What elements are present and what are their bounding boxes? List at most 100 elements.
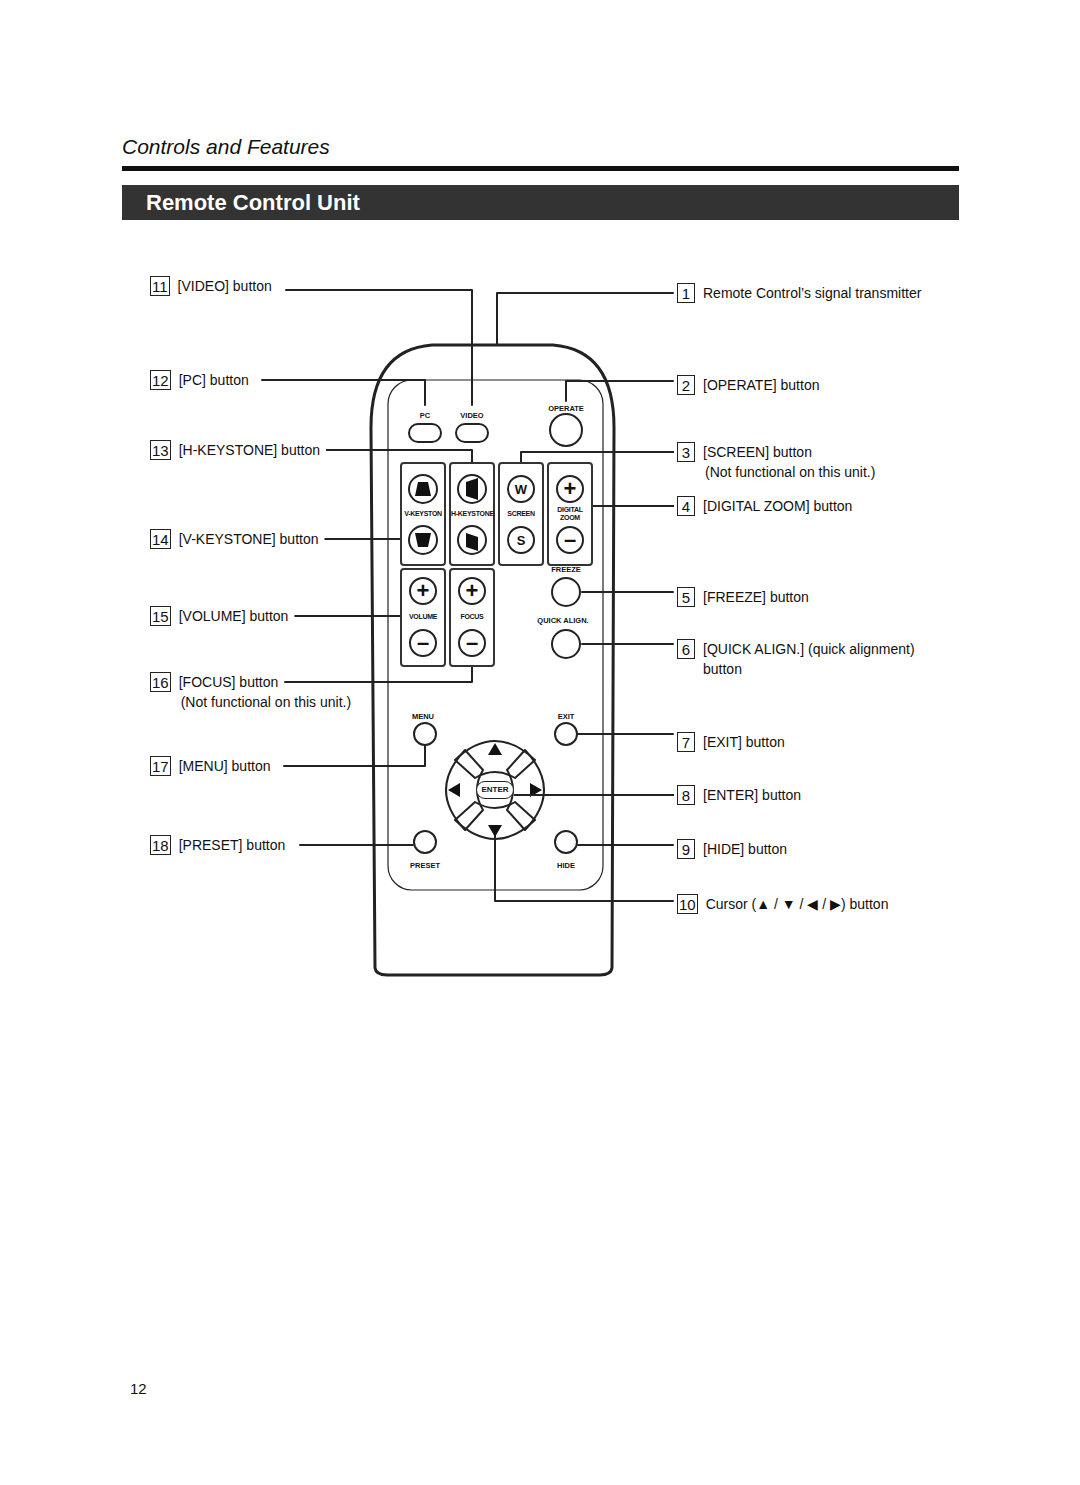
callout-number: 14 bbox=[150, 529, 171, 549]
callout: 14 [V-KEYSTONE] button bbox=[150, 529, 319, 549]
callout-text: [H-KEYSTONE] button bbox=[179, 440, 320, 460]
callout-number: 18 bbox=[150, 835, 171, 855]
group-label: DIGITAL ZOOM bbox=[549, 506, 591, 522]
callout-number: 13 bbox=[150, 440, 171, 460]
keystone-group: V-KEYSTON bbox=[400, 462, 446, 566]
button-label: VIDEO bbox=[460, 411, 483, 420]
callout: 10 Cursor (▲ / ▼ / ◀ / ▶) button bbox=[677, 894, 888, 914]
callout-text: [DIGITAL ZOOM] button bbox=[703, 496, 852, 516]
header-rule bbox=[122, 166, 959, 171]
callout-text: [VIDEO] button bbox=[178, 276, 272, 296]
screen-button: W bbox=[507, 475, 535, 503]
callout-number: 6 bbox=[677, 639, 695, 659]
callout-text: [HIDE] button bbox=[703, 839, 787, 859]
callout: 11 [VIDEO] button bbox=[150, 276, 272, 296]
keystone-button bbox=[409, 526, 437, 554]
running-header: Controls and Features bbox=[122, 135, 330, 159]
zoom-group: DIGITAL ZOOM + – bbox=[547, 462, 593, 566]
callout-text: Remote Control’s signal transmitter bbox=[703, 283, 921, 303]
keystone-button bbox=[458, 475, 486, 503]
leader-line bbox=[521, 452, 674, 462]
callout-number: 15 bbox=[150, 606, 171, 626]
callout: 12[PC] button bbox=[150, 370, 249, 390]
callout-number: 8 bbox=[677, 785, 695, 805]
button-label: QUICK ALIGN. bbox=[537, 616, 588, 625]
zoom-button: + bbox=[556, 475, 584, 503]
button-label: PRESET bbox=[410, 861, 440, 870]
callout: 13 [H-KEYSTONE] button bbox=[150, 440, 320, 460]
arrow-icons bbox=[415, 478, 542, 837]
leader-lines bbox=[262, 290, 673, 901]
callout-number: 3 bbox=[677, 442, 695, 462]
button-label: EXIT bbox=[558, 712, 575, 721]
exit-button bbox=[555, 723, 577, 745]
leader-line bbox=[325, 538, 401, 540]
callout: 17[MENU] button bbox=[150, 756, 271, 776]
callout-text: [QUICK ALIGN.] (quick alignment) button bbox=[703, 639, 935, 679]
pc-button bbox=[409, 424, 441, 442]
callout-text: [OPERATE] button bbox=[703, 375, 819, 395]
note-text: (Not functional on this unit.) bbox=[703, 462, 875, 482]
button-text: – bbox=[564, 529, 576, 551]
callout-number: 2 bbox=[677, 375, 695, 395]
callout-number: 10 bbox=[677, 894, 698, 914]
remote-panel bbox=[388, 380, 603, 890]
group-label: FOCUS bbox=[451, 613, 493, 621]
callout: 9[HIDE] button bbox=[677, 839, 787, 859]
callout-text: [PRESET] button bbox=[179, 835, 286, 855]
button-label: OPERATE bbox=[548, 404, 584, 413]
callout-text: [EXIT] button bbox=[703, 732, 785, 752]
callout-number: 16 bbox=[150, 672, 171, 692]
callout: 8[ENTER] button bbox=[677, 785, 801, 805]
leader-line bbox=[294, 615, 400, 617]
operate-button bbox=[550, 414, 582, 446]
callout: 2 [OPERATE] button bbox=[677, 375, 819, 395]
callout-text: [V-KEYSTONE] button bbox=[179, 529, 319, 549]
focus-button: + bbox=[458, 577, 486, 605]
button-text: + bbox=[564, 478, 577, 500]
volume-button: – bbox=[409, 629, 437, 657]
callout-number: 5 bbox=[677, 587, 695, 607]
group-label: SCREEN bbox=[500, 510, 542, 518]
volume-button: + bbox=[409, 577, 437, 605]
group-label: H-KEYSTONE bbox=[451, 510, 493, 518]
focus-button: – bbox=[458, 629, 486, 657]
preset-button bbox=[414, 831, 436, 853]
callout-text: Cursor (▲ / ▼ / ◀ / ▶) button bbox=[706, 894, 889, 914]
button-label: PC bbox=[420, 411, 430, 420]
focus-group: FOCUS + – bbox=[449, 568, 495, 667]
keystone-button bbox=[409, 475, 437, 503]
keystone-group: H-KEYSTONE bbox=[449, 462, 495, 566]
note-text: (Not functional on this unit.) bbox=[179, 692, 351, 712]
keystone-button bbox=[458, 526, 486, 554]
callout-number: 11 bbox=[150, 276, 170, 296]
callout-text: [VOLUME] button bbox=[179, 606, 289, 626]
freeze-button bbox=[552, 578, 580, 606]
leader-line bbox=[593, 505, 674, 507]
callout: 7 [EXIT] button bbox=[677, 732, 785, 752]
callout: 16 [FOCUS] button(Not functional on this … bbox=[150, 672, 351, 712]
callout-number: 4 bbox=[677, 496, 695, 516]
button-label: MENU bbox=[412, 712, 434, 721]
volume-group: VOLUME+– bbox=[400, 568, 446, 667]
button-text: + bbox=[466, 580, 479, 602]
callout-text: [FOCUS] button bbox=[179, 672, 279, 692]
hide-button bbox=[555, 831, 577, 853]
callout: 6 [QUICK ALIGN.] (quick alignment) button bbox=[677, 639, 935, 679]
menu-button bbox=[414, 723, 436, 745]
callout: 4 [DIGITAL ZOOM] button bbox=[677, 496, 852, 516]
callout: 18 [PRESET] button bbox=[150, 835, 285, 855]
cursor-pad bbox=[446, 741, 544, 839]
callout-text: [MENU] button bbox=[179, 756, 271, 776]
button-text: ENTER bbox=[481, 786, 508, 794]
remote-body bbox=[371, 345, 614, 975]
section-title: Remote Control Unit bbox=[146, 185, 360, 220]
screen-group: SCREENWS bbox=[498, 462, 544, 566]
callout-number: 7 bbox=[677, 732, 695, 752]
section-band: Remote Control Unit bbox=[122, 185, 959, 220]
callout: 3[SCREEN] button(Not functional on this … bbox=[677, 442, 875, 482]
button-text: – bbox=[466, 632, 478, 654]
enter-button: ENTER bbox=[476, 781, 514, 799]
leader-line bbox=[514, 794, 674, 796]
